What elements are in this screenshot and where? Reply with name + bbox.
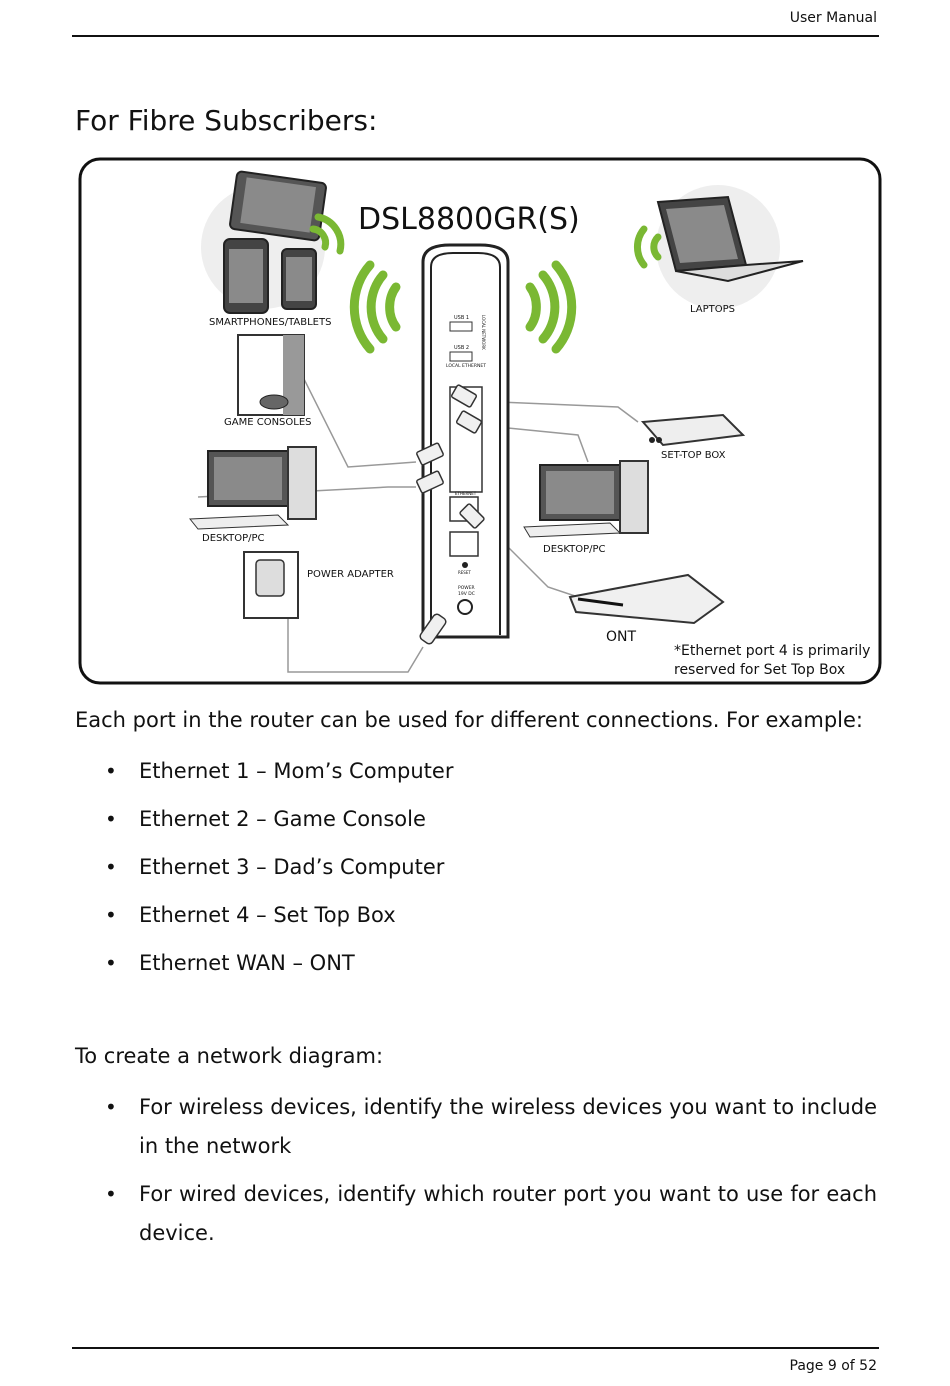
bullet-marker: • <box>105 855 117 879</box>
laptop-icon <box>656 185 804 309</box>
ethernet-plugs <box>416 384 485 645</box>
router-label-local-network: LOCAL NETWORK <box>481 315 486 350</box>
example-item-text: Ethernet 4 – Set Top Box <box>139 903 396 927</box>
header-rule <box>72 35 879 37</box>
header-label: User Manual <box>789 10 877 26</box>
list-item: • Ethernet 3 – Dad’s Computer <box>75 846 880 894</box>
example-item-text: Ethernet 1 – Mom’s Computer <box>139 759 454 783</box>
list-item: • Ethernet 1 – Mom’s Computer <box>75 750 880 798</box>
example-item-text: Ethernet WAN – ONT <box>139 951 355 975</box>
label-set-top-box: SET-TOP BOX <box>661 450 726 461</box>
label-game-consoles: GAME CONSOLES <box>224 417 312 428</box>
bullet-marker: • <box>105 903 117 927</box>
bullet-marker: • <box>105 1095 117 1119</box>
example-list: • Ethernet 1 – Mom’s Computer • Ethernet 2… <box>75 750 880 990</box>
router-label-power-rating: 19V DC <box>458 591 475 597</box>
desktop-pc-left-icon <box>188 446 317 530</box>
wifi-icon-left-devices <box>309 213 345 255</box>
router-model-name: DSL8800GR(S) <box>358 202 580 237</box>
router-label-usb1: USB 1 <box>454 315 469 321</box>
list-item: • Ethernet 2 – Game Console <box>75 798 880 846</box>
wifi-icon-router <box>349 260 577 354</box>
game-console-icon <box>237 334 305 416</box>
step-text: For wired devices, identify which router… <box>139 1182 877 1245</box>
list-item: • For wired devices, identify which route… <box>75 1175 877 1253</box>
router-label-reset: RESET <box>458 570 471 575</box>
bullet-marker: • <box>105 807 117 831</box>
footer-rule <box>72 1347 879 1349</box>
router-label-power: POWER <box>458 585 475 591</box>
router-device: USB 1 USB 2 LOCAL NETWORK LOCAL ETHERNET… <box>421 243 510 639</box>
ont-icon <box>568 573 725 625</box>
router-label-local-ethernet: LOCAL ETHERNET <box>446 363 486 369</box>
example-item-text: Ethernet 2 – Game Console <box>139 807 426 831</box>
desktop-pc-right-icon <box>523 460 649 538</box>
label-desktop-right: DESKTOP/PC <box>543 544 606 555</box>
wifi-icon-laptop <box>634 225 662 269</box>
howto-title: To create a network diagram: <box>75 1044 384 1068</box>
list-item: • Ethernet 4 – Set Top Box <box>75 894 880 942</box>
note-line-1: *Ethernet port 4 is primarily <box>674 643 870 659</box>
intro-text: Each port in the router can be used for … <box>75 708 864 732</box>
note-line-2: reserved for Set Top Box <box>674 662 845 678</box>
label-power-adapter: POWER ADAPTER <box>307 569 394 580</box>
label-laptops: LAPTOPS <box>690 304 735 315</box>
label-ont: ONT <box>606 629 636 645</box>
power-adapter-icon <box>243 551 299 619</box>
example-item-text: Ethernet 3 – Dad’s Computer <box>139 855 445 879</box>
label-desktop-left: DESKTOP/PC <box>202 533 265 544</box>
bullet-marker: • <box>105 951 117 975</box>
section-title: For Fibre Subscribers: <box>75 104 378 137</box>
bullet-marker: • <box>105 1182 117 1206</box>
step-text: For wireless devices, identify the wirel… <box>139 1095 877 1158</box>
list-item: • Ethernet WAN – ONT <box>75 942 880 990</box>
smartphones-tablets-icon <box>201 170 327 314</box>
page-number: Page 9 of 52 <box>789 1358 877 1374</box>
network-diagram: SMARTPHONES/TABLETS DSL8800GR(S) USB 1 U… <box>78 157 882 685</box>
bullet-marker: • <box>105 759 117 783</box>
router-label-usb2: USB 2 <box>454 345 469 351</box>
label-smartphones: SMARTPHONES/TABLETS <box>209 317 331 328</box>
router-label-ethernet: ETHERNET <box>455 491 477 496</box>
list-item: • For wireless devices, identify the wire… <box>75 1088 877 1166</box>
steps-list: • For wireless devices, identify the wire… <box>75 1088 877 1262</box>
set-top-box-icon <box>640 413 746 447</box>
network-diagram-svg: SMARTPHONES/TABLETS DSL8800GR(S) USB 1 U… <box>78 157 882 685</box>
